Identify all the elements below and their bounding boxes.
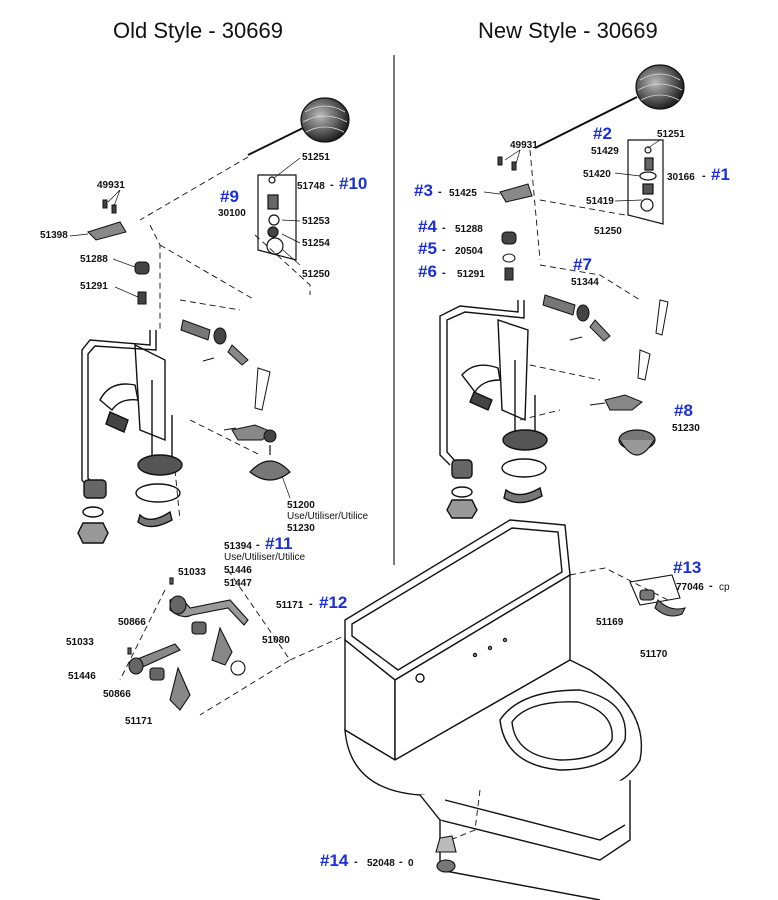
part-51447: 51447 — [224, 578, 252, 589]
old-leader-lines — [69, 157, 301, 499]
part-51170: 51170 — [640, 649, 668, 660]
old-fill-valve — [77, 330, 183, 544]
dash-4: - — [442, 222, 446, 234]
callout-5: #5 — [418, 239, 437, 258]
part-52048-suffix: 0 — [408, 858, 414, 869]
dash-14b: - — [399, 856, 403, 868]
part-51171-a: 51171 — [276, 600, 304, 611]
dash-11: - — [256, 539, 260, 551]
old-small-parts — [87, 199, 150, 305]
part-51291-new: 51291 — [457, 269, 485, 280]
part-51250-old: 51250 — [302, 269, 330, 280]
part-51446-a: 51446 — [224, 565, 252, 576]
part-51420: 51420 — [583, 169, 611, 180]
old-flapper — [249, 445, 291, 481]
new-guide-lines — [519, 149, 641, 421]
part-51288-old: 51288 — [80, 254, 108, 265]
callout-8: #8 — [674, 401, 693, 420]
callout-14: #14 — [320, 851, 349, 870]
trip-lever-parts — [629, 574, 687, 617]
bumper-parts — [435, 835, 457, 873]
part-52048: 52048 — [367, 858, 395, 869]
part-51419: 51419 — [586, 196, 614, 207]
lever-assembly — [127, 577, 249, 711]
part-51344: 51344 — [571, 277, 599, 288]
part-51291-old: 51291 — [80, 281, 108, 292]
callout-9: #9 — [220, 187, 239, 206]
old-guide-lines — [139, 156, 311, 521]
part-51429: 51429 — [591, 146, 619, 157]
part-51288-new: 51288 — [455, 224, 483, 235]
dash-3: - — [438, 186, 442, 198]
part-51394-note: Use/Utiliser/Utilice — [224, 552, 306, 563]
part-51425: 51425 — [449, 188, 477, 199]
callout-11: #11 — [265, 534, 293, 553]
part-51200-note: Use/Utiliser/Utilice — [287, 511, 369, 522]
toilet-bowl — [344, 659, 643, 900]
part-51169: 51169 — [596, 617, 624, 628]
part-51254: 51254 — [302, 238, 330, 249]
dash-10: - — [330, 179, 334, 191]
new-bracket — [627, 139, 664, 225]
lever-guide-lines — [119, 569, 381, 716]
toilet-tank — [344, 519, 571, 762]
dash-6: - — [442, 267, 446, 279]
part-51251-old: 51251 — [302, 152, 330, 163]
dash-5: - — [442, 244, 446, 256]
part-30166: 30166 — [667, 172, 695, 183]
part-51200: 51200 — [287, 500, 315, 511]
dash-12: - — [309, 598, 313, 610]
part-49931-old: 49931 — [97, 180, 125, 191]
part-51250-new: 51250 — [594, 226, 622, 237]
old-bracket — [257, 174, 297, 261]
new-small-parts — [497, 156, 533, 281]
part-51748: 51748 — [297, 181, 325, 192]
callout-2: #2 — [593, 124, 612, 143]
old-float-ball — [247, 97, 350, 156]
callout-13: #13 — [673, 558, 702, 577]
part-51230-new: 51230 — [672, 423, 700, 434]
new-fill-valve — [439, 300, 548, 519]
callout-4: #4 — [418, 217, 437, 236]
toilet-guide-lines — [449, 567, 669, 841]
new-style-heading: New Style - 30669 — [478, 18, 658, 43]
part-51251-new: 51251 — [657, 129, 685, 140]
callout-12: #12 — [319, 593, 348, 612]
part-77046: 77046 — [676, 582, 704, 593]
part-51033-b: 51033 — [66, 637, 94, 648]
old-style-heading: Old Style - 30669 — [113, 18, 283, 43]
part-30100: 30100 — [218, 208, 246, 219]
part-51398: 51398 — [40, 230, 68, 241]
new-valve-small-parts — [542, 294, 669, 411]
part-77046-suffix: cp — [719, 582, 730, 593]
new-leader-lines — [483, 139, 661, 202]
callout-6: #6 — [418, 262, 437, 281]
part-50866-b: 50866 — [103, 689, 131, 700]
part-51171-b: 51171 — [125, 716, 153, 727]
callout-10: #10 — [339, 174, 368, 193]
dash-13: - — [709, 580, 713, 592]
part-50866-a: 50866 — [118, 617, 146, 628]
new-float-ball — [534, 64, 685, 149]
new-flapper — [618, 429, 656, 456]
part-51033-a: 51033 — [178, 567, 206, 578]
part-51230-old: 51230 — [287, 523, 315, 534]
callout-3: #3 — [414, 181, 433, 200]
old-valve-small-parts — [180, 319, 277, 443]
part-49931-new: 49931 — [510, 140, 538, 151]
part-51253: 51253 — [302, 216, 330, 227]
part-51080: 51080 — [262, 635, 290, 646]
dash-1: - — [702, 170, 706, 182]
dash-14: - — [354, 856, 358, 868]
callout-7: #7 — [573, 255, 592, 274]
part-20504: 20504 — [455, 246, 483, 257]
part-51446-b: 51446 — [68, 671, 96, 682]
part-51394: 51394 — [224, 541, 252, 552]
callout-1: #1 — [711, 165, 730, 184]
